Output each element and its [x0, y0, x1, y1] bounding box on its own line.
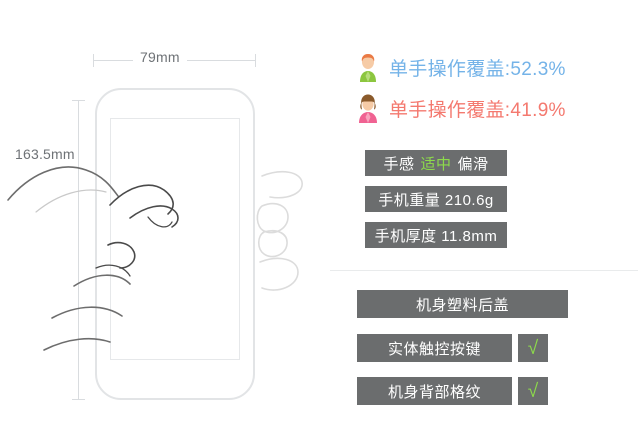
badge-back-texture: 机身背部格纹 [357, 377, 512, 405]
height-dimension-line [72, 100, 85, 400]
coverage-label-male: 单手操作覆盖:52.3% [389, 58, 566, 80]
badge-feel-suffix: 偏滑 [457, 155, 489, 173]
width-dimension-label: 79mm [133, 49, 187, 65]
check-icon-back-texture: √ [518, 377, 548, 405]
male-avatar-icon [360, 54, 376, 82]
hand-holding-phone-line-art [7, 166, 303, 351]
phone-screen-outline [110, 118, 240, 360]
height-dimension-label: 163.5mm [12, 142, 78, 166]
badge-thickness: 手机厚度 11.8mm [365, 222, 507, 248]
badge-physical-keys: 实体触控按键 [357, 334, 512, 362]
phone-diagram-panel: 79mm 163.5mm [7, 49, 303, 400]
badge-back-cover: 机身塑料后盖 [357, 290, 568, 318]
coverage-row-male: 单手操作覆盖:52.3% [356, 52, 566, 82]
specs-info-panel: 单手操作覆盖:52.3% 单手操作覆盖:41.9% 手感 适中 偏滑 手机重量 … [330, 0, 640, 436]
badge-feel-highlight: 适中 [420, 155, 452, 173]
section-divider [330, 270, 638, 271]
coverage-row-female: 单手操作覆盖:41.9% [356, 93, 566, 123]
badge-weight: 手机重量 210.6g [365, 186, 507, 212]
check-icon-physical-keys: √ [518, 334, 548, 362]
badge-feel: 手感 适中 偏滑 [365, 150, 507, 176]
badge-feel-prefix: 手感 [383, 155, 415, 173]
female-avatar-icon [359, 94, 377, 123]
coverage-label-female: 单手操作覆盖:41.9% [389, 99, 566, 121]
